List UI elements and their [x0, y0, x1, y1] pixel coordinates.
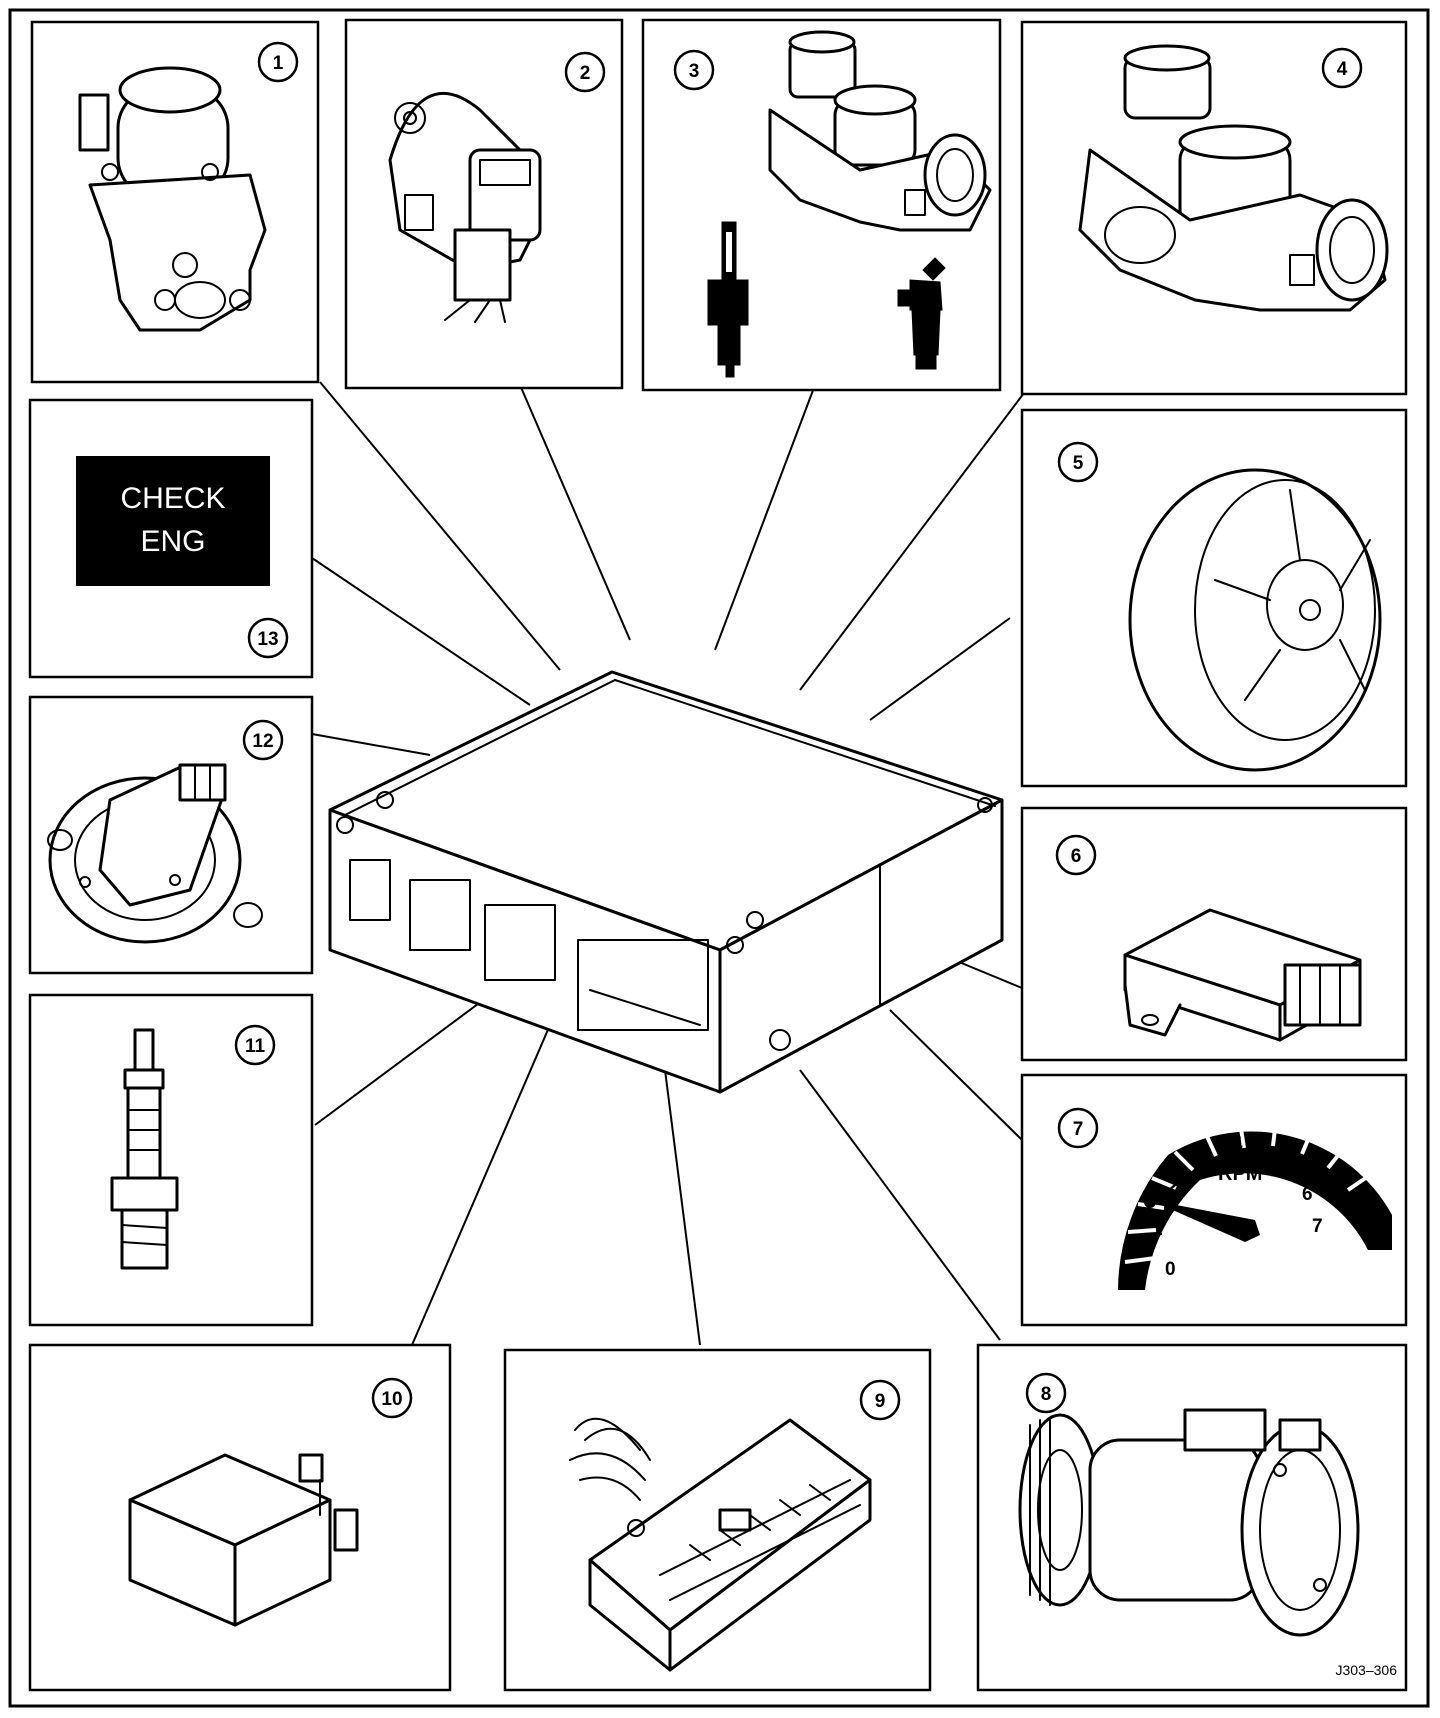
- tach-scale-4: 4: [1232, 1134, 1243, 1155]
- callout-3: 3: [673, 49, 715, 91]
- callout-10-label: 10: [381, 1389, 402, 1410]
- callout-12: 12: [242, 719, 284, 761]
- tach-scale-5: 5: [1278, 1149, 1289, 1170]
- fuel-injector-icon: [897, 257, 946, 370]
- callout-6-label: 6: [1071, 846, 1082, 867]
- component-1-valve: [78, 66, 267, 332]
- component-4-throttle-assembly: [1078, 44, 1389, 312]
- component-8-compressor: [1018, 1408, 1360, 1637]
- tachometer-scale: 0 1 2 3 4 5 6 7: [1152, 1134, 1323, 1280]
- callout-7: 7: [1057, 1107, 1099, 1149]
- callout-3-label: 3: [689, 61, 700, 82]
- engine-control-module: [328, 670, 1004, 1094]
- spark-plug-icon: [707, 221, 749, 378]
- callout-6: 6: [1055, 834, 1097, 876]
- tach-scale-0: 0: [1165, 1259, 1176, 1280]
- callout-1: 1: [257, 41, 299, 83]
- callout-5-label: 5: [1073, 453, 1084, 474]
- callout-12-label: 12: [252, 731, 273, 752]
- tach-unit-label: RPM: [1218, 1163, 1262, 1185]
- component-2-sensor: [388, 91, 542, 323]
- callout-11: 11: [234, 1024, 276, 1066]
- tach-scale-7: 7: [1312, 1216, 1323, 1237]
- component-11-oxygen-sensor: [110, 1028, 179, 1270]
- tach-scale-1: 1: [1152, 1219, 1163, 1240]
- tach-scale-3: 3: [1195, 1149, 1206, 1170]
- tach-scale-2: 2: [1168, 1176, 1179, 1197]
- callout-2-label: 2: [580, 63, 591, 84]
- component-6-module: [1123, 908, 1362, 1042]
- lamp-text-line1: CHECK: [120, 482, 225, 515]
- component-5-wheel: [1128, 468, 1382, 772]
- component-9-diagnostic-connector: [569, 1417, 872, 1672]
- callout-9-label: 9: [875, 1391, 886, 1412]
- callout-13: 13: [247, 617, 289, 659]
- outer-frame: [8, 8, 1430, 1708]
- callout-1-label: 1: [273, 53, 284, 74]
- callout-2: 2: [564, 51, 606, 93]
- callout-5: 5: [1057, 441, 1099, 483]
- callout-4: 4: [1321, 47, 1363, 89]
- tach-scale-6: 6: [1302, 1184, 1313, 1205]
- callout-8-label: 8: [1041, 1384, 1052, 1405]
- callout-13-label: 13: [257, 629, 278, 650]
- callout-4-label: 4: [1337, 59, 1348, 80]
- component-10-relay: [128, 1453, 359, 1627]
- figure-reference: J303–306: [1335, 1662, 1397, 1678]
- callout-8: 8: [1025, 1372, 1067, 1414]
- callout-10: 10: [371, 1377, 413, 1419]
- check-engine-lamp: [76, 456, 270, 586]
- leader-lines: [311, 381, 1031, 1346]
- component-12-position-sensor: [47, 763, 263, 944]
- callout-11-label: 11: [245, 1036, 266, 1057]
- component-3-throttle-body: [768, 30, 992, 232]
- lamp-text-line2: ENG: [140, 525, 205, 558]
- callout-9: 9: [859, 1379, 901, 1421]
- tachometer-gauge: [1118, 1119, 1392, 1290]
- callout-7-label: 7: [1073, 1119, 1084, 1140]
